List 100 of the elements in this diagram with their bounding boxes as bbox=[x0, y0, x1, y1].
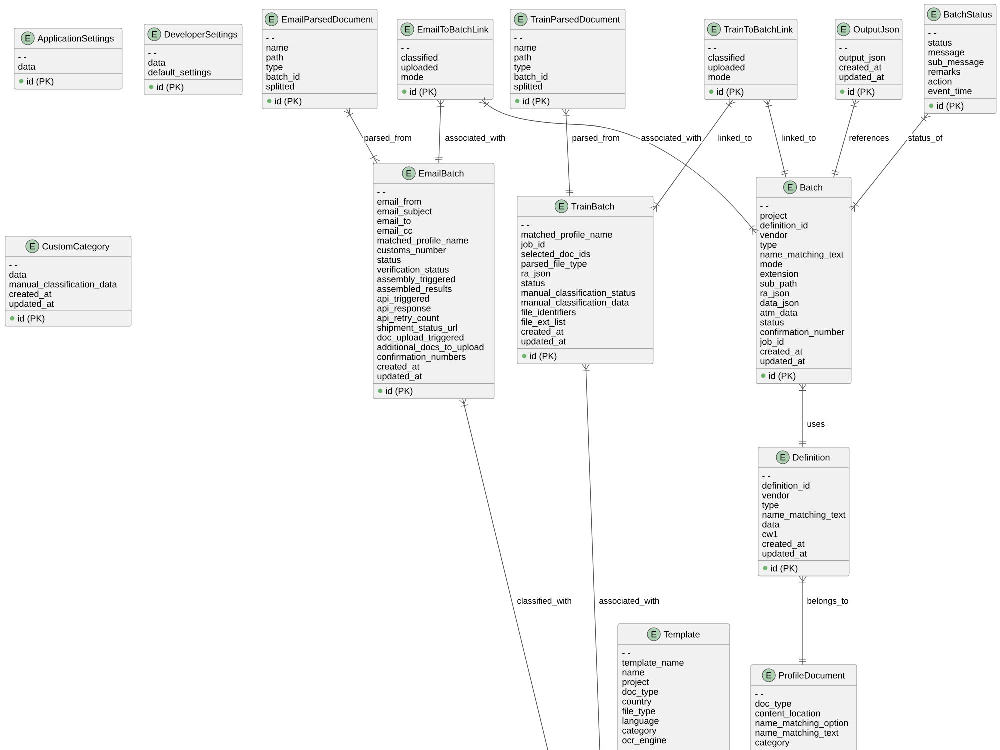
separator-text: - - bbox=[10, 265, 18, 266]
attribute-name: mode bbox=[708, 74, 730, 80]
entity-name: Template bbox=[664, 631, 700, 640]
separator-text: - - bbox=[148, 53, 156, 54]
entity-box bbox=[834, 19, 903, 100]
separator-text: - - bbox=[514, 38, 522, 40]
attribute-name: country bbox=[622, 698, 652, 707]
attribute-name: data_json bbox=[760, 300, 799, 308]
separator-text: - - bbox=[378, 192, 386, 194]
attribute-name: action bbox=[928, 78, 952, 85]
attribute-name: doc_type bbox=[622, 688, 658, 697]
attribute-name: updated_at bbox=[762, 550, 808, 559]
entity-badge: E bbox=[400, 22, 414, 36]
entity-name: ApplicationSettings bbox=[38, 35, 114, 44]
entity-badge: E bbox=[927, 8, 941, 22]
entity-name: EmailParsedDocument bbox=[282, 16, 374, 23]
attribute-name: uploaded bbox=[402, 64, 438, 72]
attribute-name: updated_at bbox=[760, 358, 806, 366]
separator-text: - - bbox=[756, 694, 764, 696]
attribute-name: file_identifiers bbox=[521, 308, 576, 318]
attribute-name: data bbox=[148, 59, 166, 66]
attribute-name: manual_classification_data bbox=[10, 281, 118, 290]
entity-badge: E bbox=[514, 12, 528, 26]
entity-badge: E bbox=[784, 180, 798, 194]
attribute-name: parsed_file_type bbox=[522, 260, 587, 269]
attribute-name: verification_status bbox=[377, 266, 449, 275]
primary-key: id (PK) bbox=[27, 78, 54, 87]
attribute-name: extension bbox=[760, 270, 798, 278]
entity-box bbox=[750, 664, 858, 750]
entity-badge: E bbox=[402, 166, 416, 180]
attribute-name: name_matching_text bbox=[760, 251, 844, 260]
attribute-name: manual_classification_data bbox=[522, 299, 630, 308]
attribute-name: assembly_triggered bbox=[378, 276, 456, 284]
attribute-name: updated_at bbox=[840, 74, 884, 82]
edge-label: linked_to bbox=[781, 134, 818, 144]
edge-label: associated_with bbox=[598, 596, 661, 607]
primary-key: id (PK) bbox=[523, 98, 550, 106]
edge-label: status_of bbox=[907, 134, 944, 144]
relationship-line bbox=[479, 97, 759, 236]
attribute-name: doc_upload_triggered bbox=[378, 334, 464, 343]
edge-label: associated_with bbox=[444, 134, 507, 144]
attribute-name: created_at bbox=[10, 290, 52, 300]
entity-name: TrainBatch bbox=[572, 203, 614, 210]
attribute-name: splitted bbox=[266, 83, 294, 92]
separator-text: - - bbox=[18, 57, 26, 58]
relationship-line bbox=[763, 99, 789, 178]
attribute-name: customs_number bbox=[378, 246, 446, 256]
attribute-name: data bbox=[10, 271, 27, 278]
primary-key: id (PK) bbox=[771, 565, 798, 574]
entity-name: TrainToBatchLink bbox=[724, 26, 794, 33]
entity-name: TrainParsedDocument bbox=[530, 16, 620, 23]
entity-name: CustomCategory bbox=[42, 243, 110, 252]
relationship-line bbox=[459, 398, 548, 750]
entity-badge: E bbox=[21, 32, 35, 46]
attribute-name: path bbox=[514, 54, 532, 62]
attribute-name: batch_id bbox=[514, 73, 548, 82]
attribute-name: splitted bbox=[514, 83, 542, 92]
separator-text: - - bbox=[266, 38, 274, 40]
relationship-line bbox=[344, 108, 380, 165]
attribute-name: definition_id bbox=[762, 482, 810, 491]
entity-box bbox=[262, 9, 378, 110]
entity-name: OutputJson bbox=[854, 26, 899, 35]
separator-text: - - bbox=[708, 48, 716, 50]
attribute-name: ocr_engine bbox=[622, 736, 666, 746]
relationship-line bbox=[582, 364, 600, 750]
attribute-name: name_matching_text bbox=[756, 729, 839, 738]
attribute-name: mode bbox=[760, 260, 782, 268]
attribute-name: confirmation_number bbox=[760, 328, 845, 338]
attribute-name: matched_profile_name bbox=[522, 231, 612, 240]
attribute-name: content_location bbox=[756, 710, 820, 718]
attribute-name: email_cc bbox=[378, 227, 412, 236]
entity-box bbox=[372, 163, 495, 400]
attribute-name: definition_id bbox=[760, 222, 808, 230]
entity-box bbox=[396, 19, 494, 100]
primary-key: id (PK) bbox=[848, 88, 875, 97]
attribute-name: type bbox=[762, 502, 779, 510]
relationship-line bbox=[650, 98, 736, 212]
attribute-name: created_at bbox=[840, 64, 882, 72]
relationship-line bbox=[799, 384, 807, 448]
entity-badge: E bbox=[776, 450, 790, 464]
attribute-name: sub_message bbox=[928, 58, 984, 68]
attribute-name: file_ext_list bbox=[521, 318, 566, 327]
attribute-name: output_json bbox=[840, 54, 886, 63]
attribute-name: status bbox=[521, 280, 545, 286]
entity-name: EmailToBatchLink bbox=[418, 26, 489, 33]
primary-key: id (PK) bbox=[937, 102, 964, 112]
separator-text: - - bbox=[402, 48, 410, 50]
primary-key: id (PK) bbox=[275, 98, 302, 106]
attribute-name: api_response bbox=[378, 305, 431, 314]
entity-box bbox=[704, 19, 798, 100]
entity-badge: E bbox=[837, 22, 851, 36]
attribute-name: name_matching_text bbox=[762, 511, 846, 520]
attribute-name: project bbox=[760, 212, 788, 221]
entity-name: ProfileDocument bbox=[779, 672, 846, 679]
entity-box bbox=[14, 28, 123, 90]
entity-badge: E bbox=[762, 668, 776, 682]
attribute-name: path bbox=[266, 54, 284, 62]
attribute-name: file_type bbox=[622, 708, 656, 716]
attribute-name: data bbox=[18, 63, 36, 70]
separator-text: - - bbox=[762, 476, 770, 478]
